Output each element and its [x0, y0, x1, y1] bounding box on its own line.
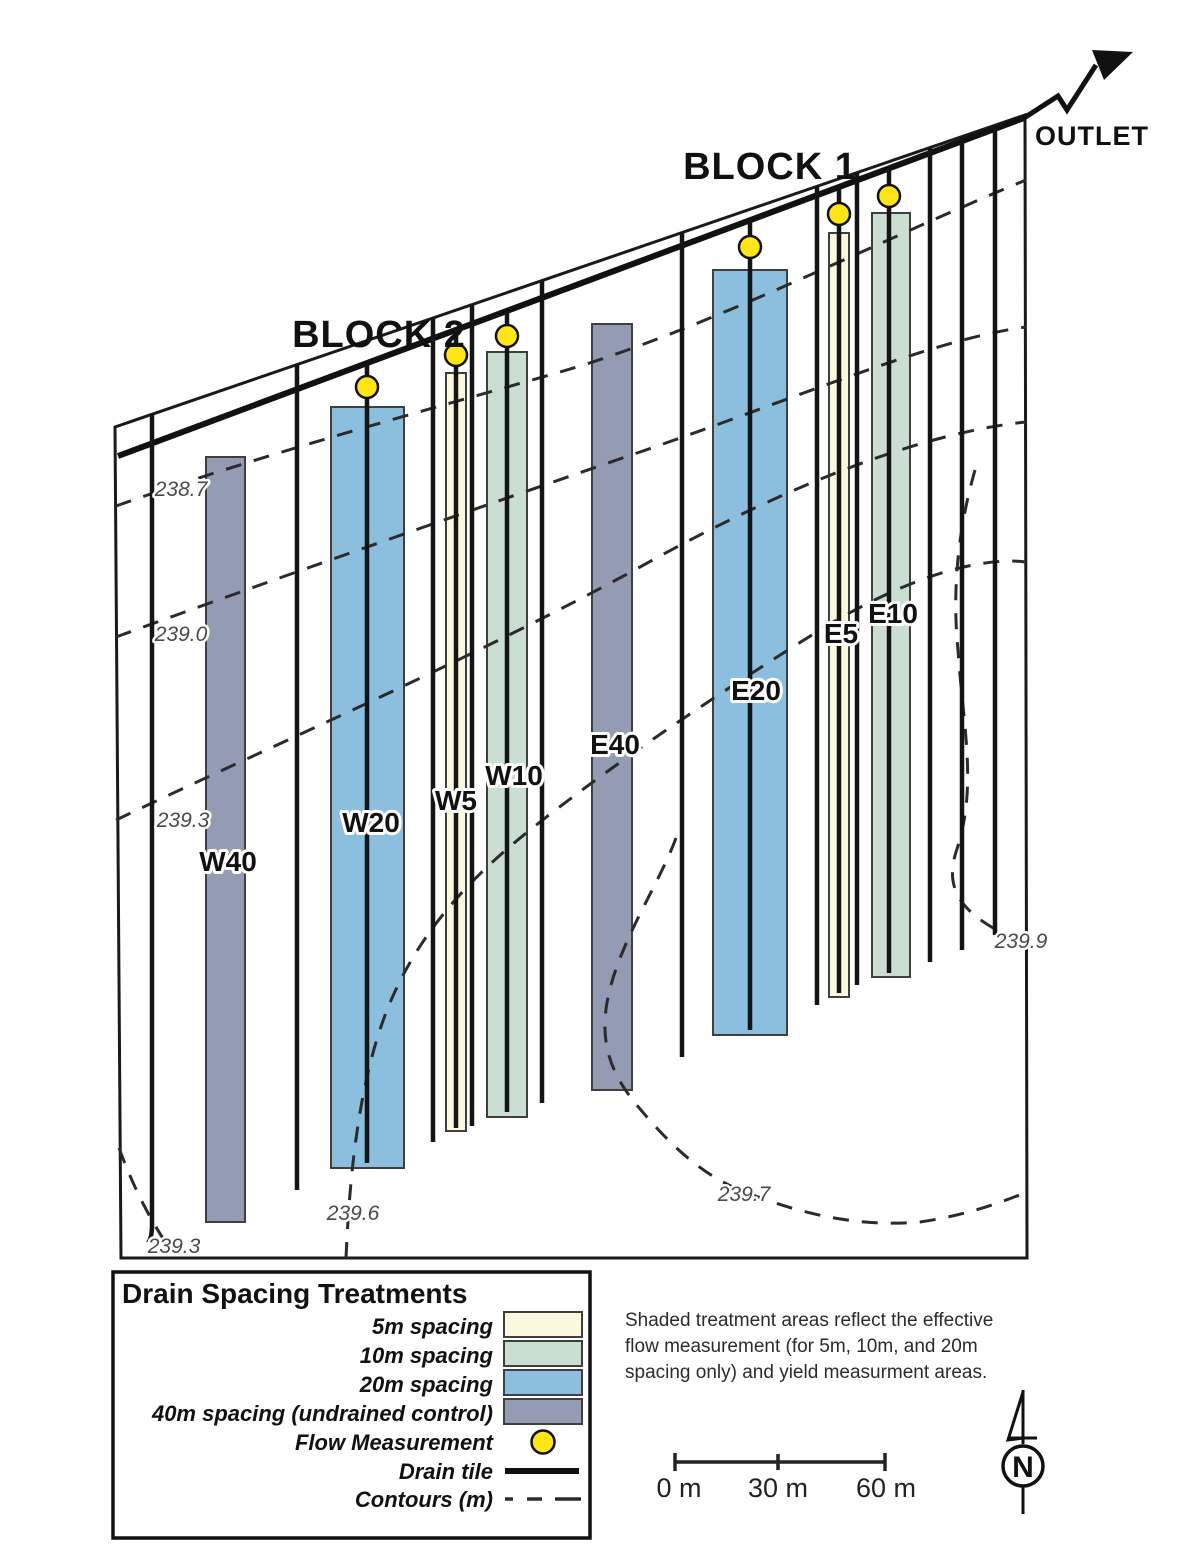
- treatment-label-w5: W5: [435, 785, 477, 816]
- note-line-1: Shaded treatment areas reflect the effec…: [625, 1310, 993, 1331]
- treatment-label-e5: E5: [824, 618, 858, 649]
- treatment-area-e40: [591, 323, 633, 1091]
- treatment-label-w10: W10: [485, 760, 543, 791]
- legend-label-contours: Contours (m): [355, 1487, 493, 1512]
- legend-box: Drain Spacing Treatments 5m spacing 10m …: [111, 1270, 592, 1540]
- contour-label-239-7: 239.7: [717, 1183, 772, 1206]
- north-arrow-n-label: N: [1012, 1451, 1034, 1484]
- flow-measurement-marker-e10: [876, 183, 902, 209]
- legend-swatch-20m-icon: [503, 1369, 583, 1396]
- legend-swatch-40m-icon: [503, 1398, 583, 1425]
- legend-swatch-5m-icon: [503, 1311, 583, 1338]
- scale-label-0: 0 m: [656, 1473, 701, 1503]
- contour-label-239-9: 239.9: [994, 930, 1048, 953]
- flow-measurement-marker-w10: [494, 323, 520, 349]
- north-arrow-needle: [1005, 1391, 1025, 1442]
- main-collector-drain: [116, 115, 1026, 459]
- legend-title: Drain Spacing Treatments: [122, 1278, 467, 1309]
- flow-measurement-marker-w5: [443, 342, 469, 368]
- contour-line-239-0: [115, 325, 1027, 639]
- legend-flow-marker-icon: [530, 1429, 556, 1455]
- scale-bar: 0 m 30 m 60 m: [656, 1453, 916, 1503]
- treatment-label-e40: E40: [590, 729, 640, 760]
- treatment-label-w20: W20: [342, 807, 400, 838]
- contour-line-239-3: [115, 420, 1027, 822]
- contour-label-239-6: 239.6: [326, 1202, 380, 1225]
- scale-label-30: 30 m: [748, 1473, 808, 1503]
- north-arrow-icon: N: [1001, 1390, 1045, 1514]
- north-arrow-circle: [1001, 1444, 1045, 1488]
- contour-line-239-9: [950, 469, 1001, 934]
- legend-label-20m: 20m spacing: [359, 1372, 494, 1397]
- treatment-label-w40: W40: [199, 846, 257, 877]
- contour-line-239-7: [603, 837, 1028, 1225]
- legend-label-flow: Flow Measurement: [295, 1430, 495, 1455]
- treatment-label-e10: E10: [868, 598, 918, 629]
- contour-label-239-0: 239.0: [154, 623, 208, 646]
- contour-label-239-3-corner: 239.3: [147, 1235, 201, 1258]
- contour-line-corner-239-3: [117, 1147, 166, 1241]
- flow-measurement-marker-w20: [354, 374, 380, 400]
- contour-line-239-6: [344, 559, 1027, 1259]
- scale-label-60: 60 m: [856, 1473, 916, 1503]
- legend-label-40m: 40m spacing (undrained control): [151, 1401, 493, 1426]
- outlet-arrow-line: [1022, 63, 1099, 121]
- note-line-3: spacing only) and yield measurment areas…: [625, 1362, 987, 1383]
- flow-measurement-marker-e5: [826, 201, 852, 227]
- block1-title: BLOCK 1: [683, 146, 857, 188]
- legend-label-10m: 10m spacing: [360, 1343, 494, 1368]
- treatment-area-w40: [205, 456, 246, 1223]
- block2-title: BLOCK 2: [292, 314, 466, 356]
- treatment-label-e20: E20: [731, 675, 781, 706]
- outlet-title: OUTLET: [1035, 121, 1149, 151]
- contour-label-239-3: 239.3: [156, 809, 210, 832]
- contour-label-238-7: 238.7: [154, 478, 209, 501]
- note-line-2: flow measurement (for 5m, 10m, and 20m: [625, 1336, 978, 1357]
- legend-swatch-10m-icon: [503, 1340, 583, 1367]
- outlet-arrowhead-icon: [1092, 50, 1133, 80]
- note-text: Shaded treatment areas reflect the effec…: [625, 1310, 993, 1383]
- legend-label-drain-tile: Drain tile: [399, 1459, 493, 1484]
- flow-measurement-marker-e20: [737, 234, 763, 260]
- legend-label-5m: 5m spacing: [372, 1314, 494, 1339]
- drain-tile-line: [146, 414, 155, 1245]
- contour-line-238-7: [115, 178, 1027, 508]
